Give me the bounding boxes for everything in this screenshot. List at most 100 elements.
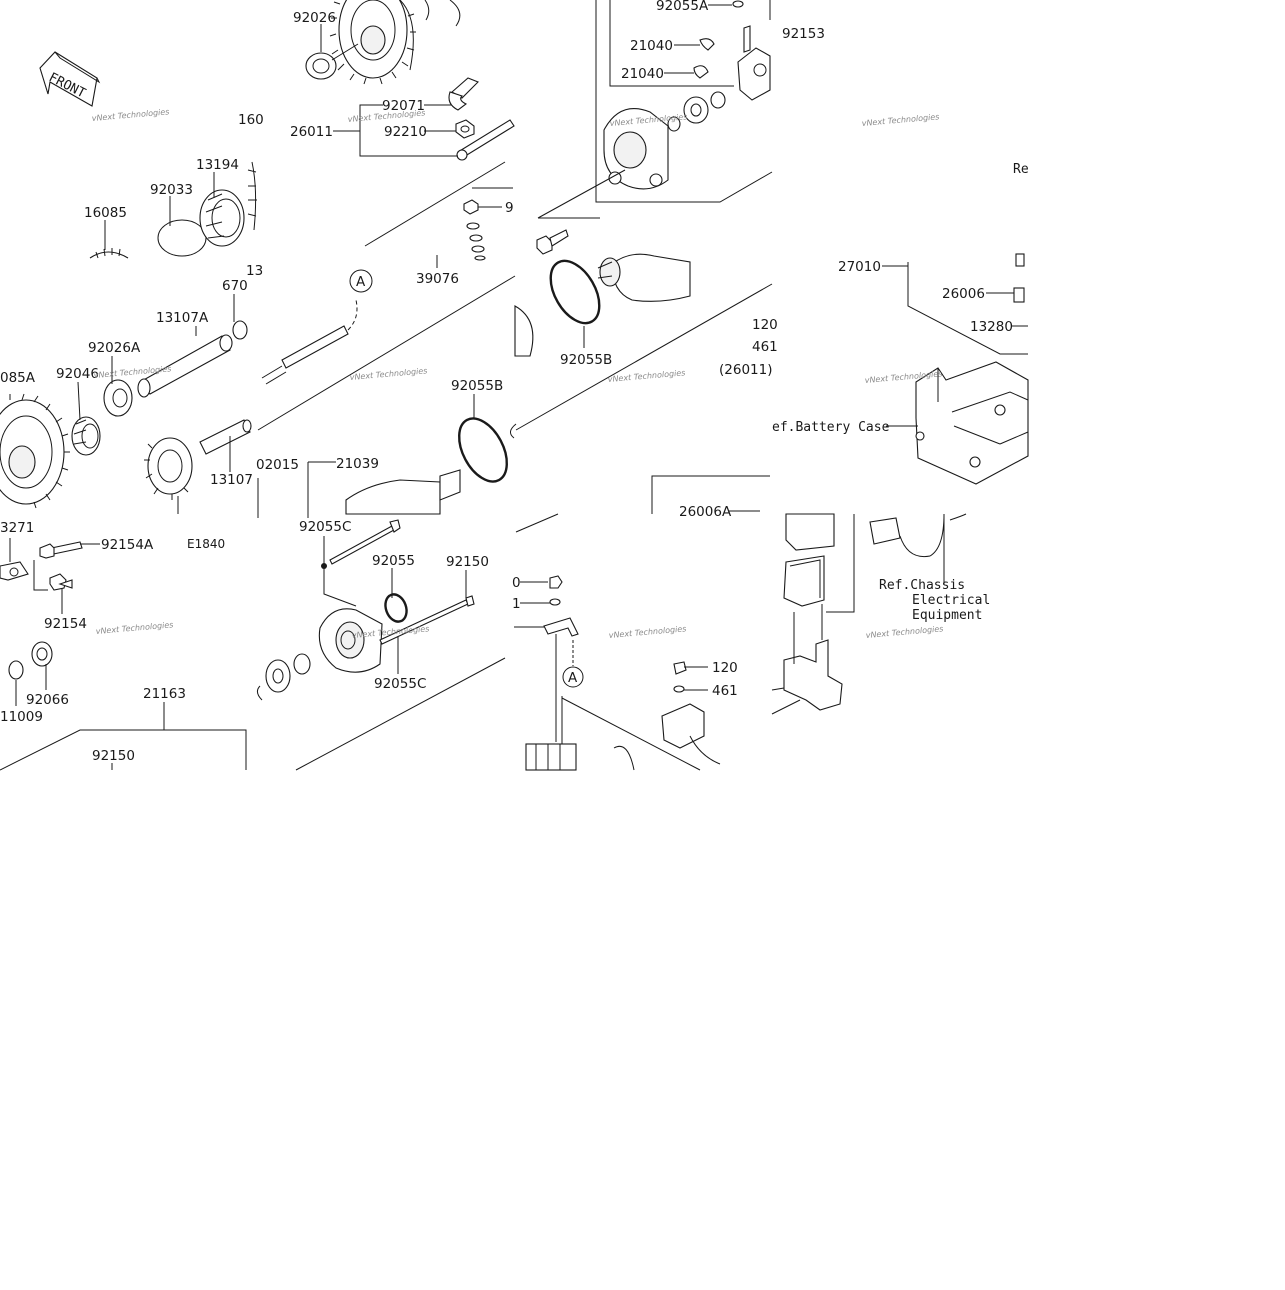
leader-lines [9, 0, 1028, 770]
label-27010: 27010 [838, 259, 881, 275]
bolt-120-icon [673, 661, 687, 693]
label-085A: 085A [0, 370, 36, 386]
starter-cover-icon [603, 108, 669, 190]
label-92026A: 92026A [88, 340, 141, 356]
label-1: 1 [512, 596, 521, 612]
watermark-11: vNext Technologies [608, 624, 686, 640]
bolt-top-icon [536, 229, 569, 255]
label-670: 670 [222, 278, 248, 294]
label-3271: 3271 [0, 520, 34, 536]
label-461: 461 [712, 683, 738, 699]
pin-13107-icon [199, 419, 252, 455]
label-160: 160 [238, 112, 264, 128]
circle-marker-a-low-label: A [568, 670, 578, 686]
label-11009: 11009 [0, 709, 43, 725]
plug-92066-icon [31, 641, 53, 667]
circle-marker-a-low: A [562, 640, 584, 688]
gear-085A-icon [0, 393, 70, 509]
collar-92026A-icon [103, 379, 133, 417]
plate-3271-icon [0, 561, 29, 581]
starter-body-21039-icon [345, 469, 461, 515]
brush-holder-icon [737, 25, 771, 101]
label-92066: 92066 [26, 692, 69, 708]
shaft-13107A-icon [137, 334, 233, 398]
watermark-4: vNext Technologies [861, 112, 939, 128]
shaft-long-icon: A [261, 269, 373, 385]
oring-11009-icon [8, 660, 24, 680]
label-21040-b: 21040 [621, 66, 664, 82]
relay-box-icon [783, 513, 835, 607]
gear-13107-icon [144, 437, 193, 500]
label-26006: 26006 [942, 286, 985, 302]
o-ring-92033-icon [157, 219, 207, 257]
washer-stack-9-icon [463, 199, 486, 261]
label-92071: 92071 [382, 98, 425, 114]
watermark-12: vNext Technologies [865, 624, 943, 640]
label-9: 9 [505, 200, 514, 216]
chassis-connector-icon [869, 513, 967, 558]
label-92055C: 92055C [299, 519, 351, 535]
figure-code: E1840 [187, 537, 225, 551]
gear-160-icon [247, 161, 257, 231]
snap-ring-icon [510, 423, 517, 439]
label-ref-battery-case: ef.Battery Case [772, 420, 890, 435]
oring-92055A-icon [732, 0, 744, 8]
label-92055A: 92055A [656, 0, 709, 14]
label-461-top: 461 [752, 339, 778, 355]
bolt-92055C-long-icon [321, 519, 401, 569]
label-92046: 92046 [56, 366, 99, 382]
gear-16085-icon [89, 248, 129, 259]
label-92150: 92150 [446, 554, 489, 570]
battery-case-icon [915, 361, 1029, 485]
bearing-stack-icon [667, 91, 726, 132]
nut-92210-icon [455, 119, 475, 139]
cable-26011-icon [456, 119, 515, 161]
label-92026: 92026 [293, 10, 336, 26]
label-92154A: 92154A [101, 537, 154, 553]
label-21163: 21163 [143, 686, 186, 702]
oring-670-icon [232, 320, 248, 340]
oring-92055B-icon [457, 417, 509, 483]
watermark-1: vNext Technologies [91, 107, 169, 123]
label-electrical: Electrical [912, 593, 990, 608]
label-equipment: Equipment [912, 608, 982, 623]
label-120-top: 120 [752, 317, 778, 333]
fuse-26006A-icon [1015, 253, 1025, 267]
label-13107: 13107 [210, 472, 253, 488]
oring-92055-icon [384, 593, 408, 623]
relay-icon [661, 703, 721, 765]
label-92154: 92154 [44, 616, 87, 632]
label-39076: 39076 [416, 271, 459, 287]
holder-bottom-icon [771, 639, 843, 715]
label-92055: 92055 [372, 553, 415, 569]
fuse-26006-icon [1013, 287, 1025, 303]
label-16085: 16085 [84, 205, 127, 221]
label-26011-ref: (26011) [719, 362, 772, 378]
bearing-92046-icon [71, 416, 101, 456]
bolt-92154-icon [49, 573, 73, 591]
label-21039: 21039 [336, 456, 379, 472]
label-120: 120 [712, 660, 738, 676]
label-21040-a: 21040 [630, 38, 673, 54]
label-92033: 92033 [150, 182, 193, 198]
bolt-92150-icon [379, 595, 475, 645]
bearing-13194-icon [199, 189, 245, 247]
label-92055C-low: 92055C [374, 676, 426, 692]
end-cover-icon [318, 608, 383, 673]
bolt-92154A-icon [39, 541, 83, 559]
bearing-row3-icon [256, 653, 311, 701]
label-13194: 13194 [196, 157, 239, 173]
gear-92026-icon [329, 0, 461, 85]
label-13107A: 13107A [156, 310, 209, 326]
starter-motor-icon [597, 253, 691, 302]
label-re: Re [1013, 162, 1029, 177]
gear-edge-icon [514, 305, 534, 357]
label-92210: 92210 [384, 124, 427, 140]
label-92150-low: 92150 [92, 748, 135, 764]
label-26011: 26011 [290, 124, 333, 140]
label-26006A: 26006A [679, 504, 732, 520]
label-92055B: 92055B [451, 378, 503, 394]
label-ref-chassis: Ref.Chassis [879, 578, 965, 593]
